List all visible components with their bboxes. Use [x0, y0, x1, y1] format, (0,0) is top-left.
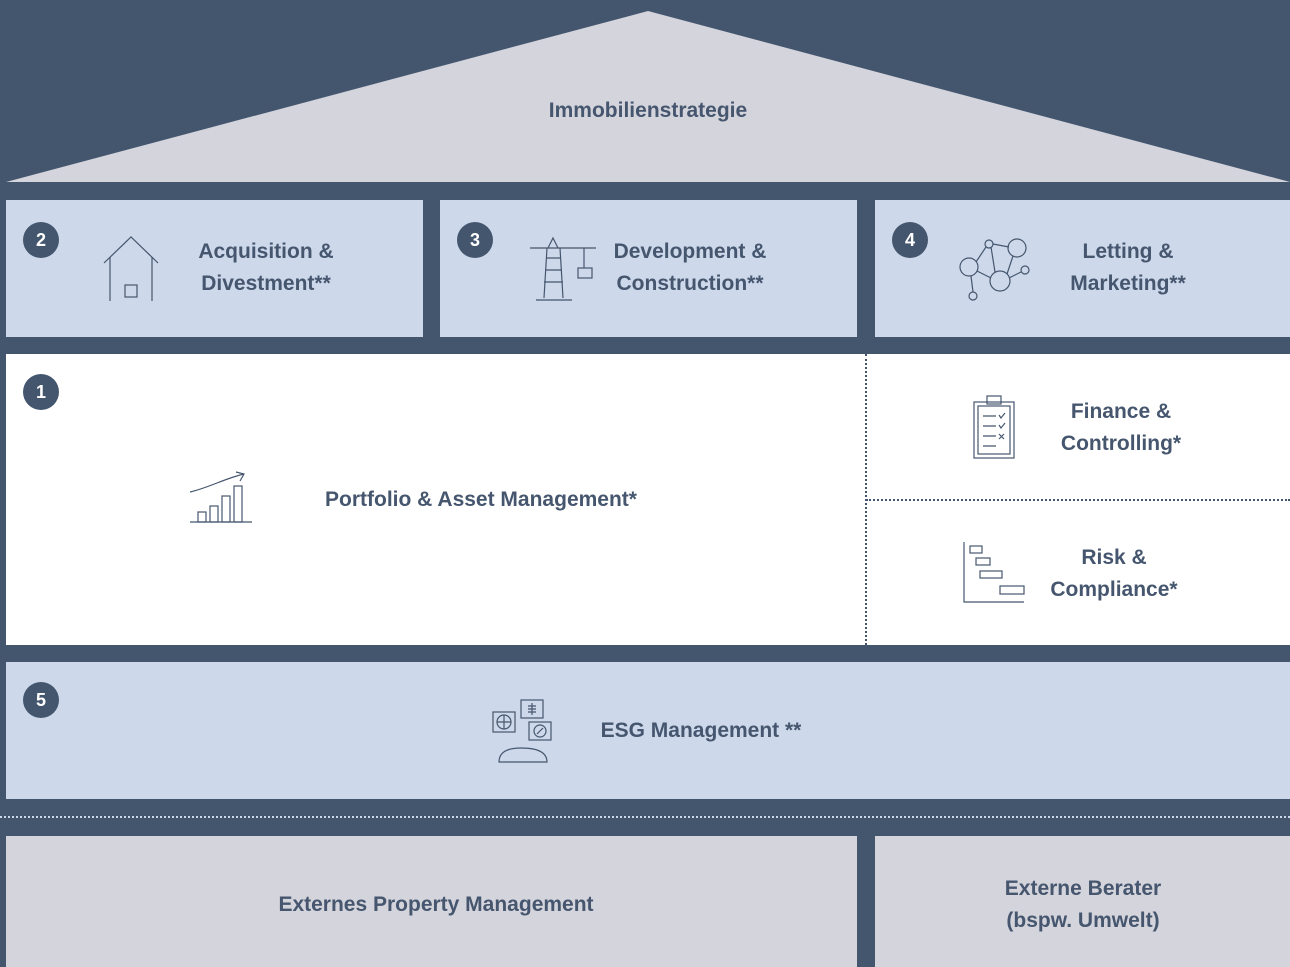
crane-icon — [530, 236, 596, 301]
esg-label: ESG Management ** — [600, 719, 802, 742]
house-icon — [103, 236, 159, 301]
horizontal-divider — [866, 499, 1290, 501]
checklist-icon — [973, 395, 1015, 459]
number-badge: 4 — [892, 222, 928, 258]
letting-label: Letting &Marketing** — [1070, 240, 1186, 295]
portfolio-box: 1 Portfolio & Asset Management* Finance … — [6, 354, 1290, 645]
finance-label: Finance &Controlling* — [1060, 400, 1182, 455]
property-management-label: Externes Property Management — [278, 893, 594, 916]
number-badge: 2 — [23, 222, 59, 258]
number-badge: 1 — [23, 374, 59, 410]
external-advisors-label: Externe Berater(bspw. Umwelt) — [1004, 877, 1162, 932]
roof-title: Immobilienstrategie — [548, 99, 748, 122]
acquisition-box: 2 Acquisition &Divestment** — [6, 200, 423, 337]
growth-chart-icon — [189, 471, 252, 523]
esg-icon — [492, 699, 552, 763]
risk-label: Risk &Compliance* — [1050, 546, 1178, 601]
letting-box: 4 Letting &Marketing** — [875, 200, 1290, 337]
number-badge: 3 — [457, 222, 493, 258]
development-box: 3 Development &Construction** — [440, 200, 857, 337]
esg-box: 5 ESG Management ** — [6, 662, 1290, 799]
external-advisors-box: Externe Berater(bspw. Umwelt) — [875, 836, 1290, 967]
number-badge: 5 — [23, 682, 59, 718]
property-management-box: Externes Property Management — [6, 836, 857, 967]
development-label: Development &Construction** — [613, 240, 767, 295]
acquisition-label: Acquisition &Divestment** — [198, 240, 334, 295]
gantt-chart-icon — [963, 542, 1025, 603]
roof — [6, 11, 1290, 182]
separator-line — [0, 816, 1290, 818]
network-icon — [959, 238, 1030, 301]
portfolio-label: Portfolio & Asset Management* — [325, 488, 637, 511]
